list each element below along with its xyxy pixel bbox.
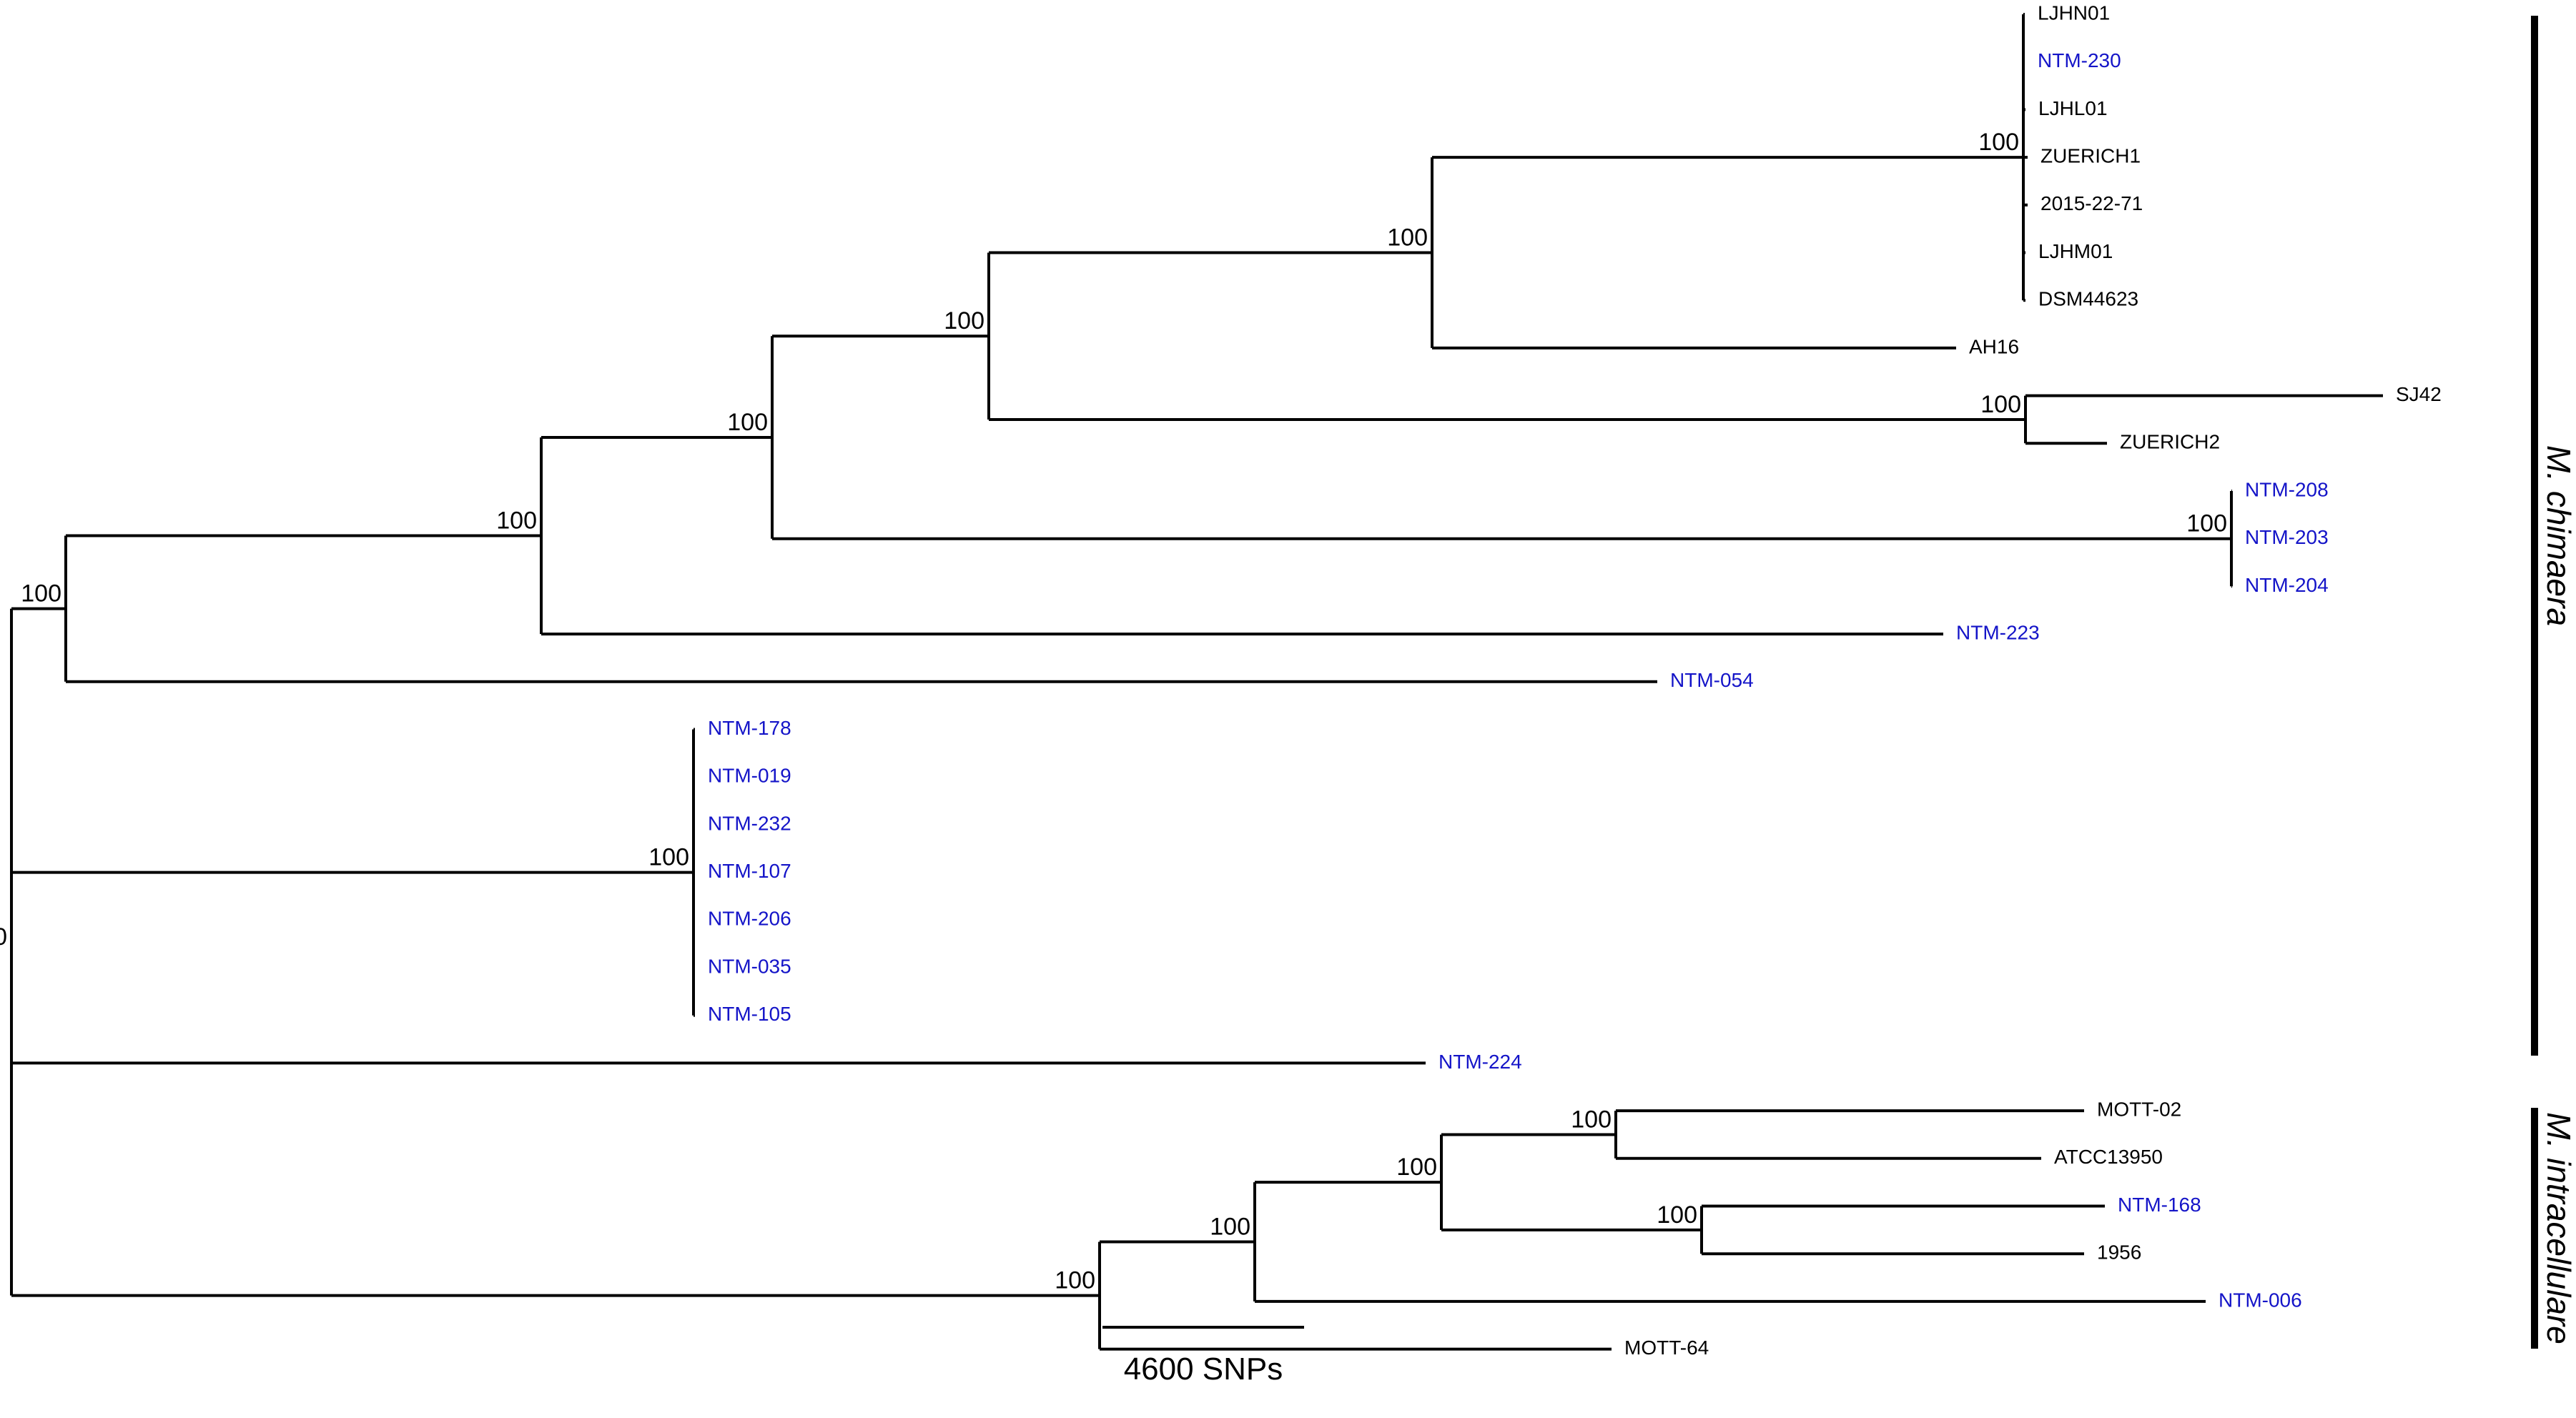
- support-value-n5: 100: [1387, 224, 1428, 252]
- tip-label-2015-22-71: 2015-22-71: [2040, 192, 2143, 214]
- tip-label-mott-64: MOTT-64: [1624, 1337, 1709, 1359]
- tip-label-ljhl01: LJHL01: [2038, 97, 2108, 119]
- tip-label-ntm-168: NTM-168: [2118, 1194, 2201, 1216]
- tip-label-1956: 1956: [2097, 1241, 2141, 1264]
- tip-label-ntm-105: NTM-105: [708, 1003, 791, 1025]
- tip-label-ntm-206: NTM-206: [708, 908, 791, 930]
- scale-bar-label: 4600 SNPs: [1124, 1352, 1283, 1387]
- support-value-i3: 100: [1396, 1154, 1437, 1181]
- tip-label-ljhn01: LJHN01: [2038, 1, 2110, 24]
- support-value-root: 100: [0, 923, 7, 951]
- clade-label-m-intracellulare: M. intracellulare: [2540, 1112, 2576, 1344]
- support-value-n3: 100: [727, 409, 768, 436]
- tip-label-ntm-204: NTM-204: [2245, 574, 2329, 596]
- support-value-n9: 100: [648, 844, 689, 871]
- support-value-n1: 100: [21, 580, 61, 608]
- support-value-n7: 100: [1980, 391, 2021, 418]
- tip-label-ntm-019: NTM-019: [708, 765, 791, 787]
- tip-label-ah16: AH16: [1969, 335, 2019, 357]
- support-value-n2: 100: [496, 507, 537, 535]
- clade-label-m-chimaera: M. chimaera: [2540, 445, 2576, 626]
- tip-label-mott-02: MOTT-02: [2097, 1098, 2181, 1120]
- tip-label-ntm-035: NTM-035: [708, 955, 791, 977]
- tip-label-ntm-203: NTM-203: [2245, 526, 2329, 548]
- tip-label-atcc13950: ATCC13950: [2054, 1146, 2163, 1168]
- tip-label-ntm-224: NTM-224: [1438, 1051, 1522, 1073]
- support-value-n8: 100: [2186, 510, 2227, 537]
- tip-label-ntm-232: NTM-232: [708, 812, 791, 834]
- support-value-n6: 100: [1978, 129, 2019, 156]
- tip-label-sj42: SJ42: [2396, 383, 2442, 405]
- support-value-n4: 100: [944, 307, 984, 334]
- tip-label-ljhm01: LJHM01: [2038, 240, 2113, 262]
- support-value-i1: 100: [1055, 1267, 1095, 1294]
- support-value-i5: 100: [1657, 1201, 1697, 1229]
- tip-label-dsm44623: DSM44623: [2038, 288, 2138, 310]
- tip-label-ntm-054: NTM-054: [1670, 669, 1754, 691]
- tip-label-ntm-230: NTM-230: [2038, 49, 2121, 71]
- tip-label-ntm-208: NTM-208: [2245, 478, 2329, 500]
- tip-label-ntm-006: NTM-006: [2219, 1289, 2302, 1311]
- tip-label-ntm-178: NTM-178: [708, 717, 791, 739]
- support-value-i2: 100: [1210, 1214, 1250, 1241]
- tip-label-zuerich2: ZUERICH2: [2120, 431, 2220, 453]
- support-value-i4: 100: [1571, 1106, 1612, 1133]
- tip-label-ntm-223: NTM-223: [1956, 621, 2040, 643]
- tip-label-zuerich1: ZUERICH1: [2040, 144, 2141, 167]
- tip-label-ntm-107: NTM-107: [708, 860, 791, 882]
